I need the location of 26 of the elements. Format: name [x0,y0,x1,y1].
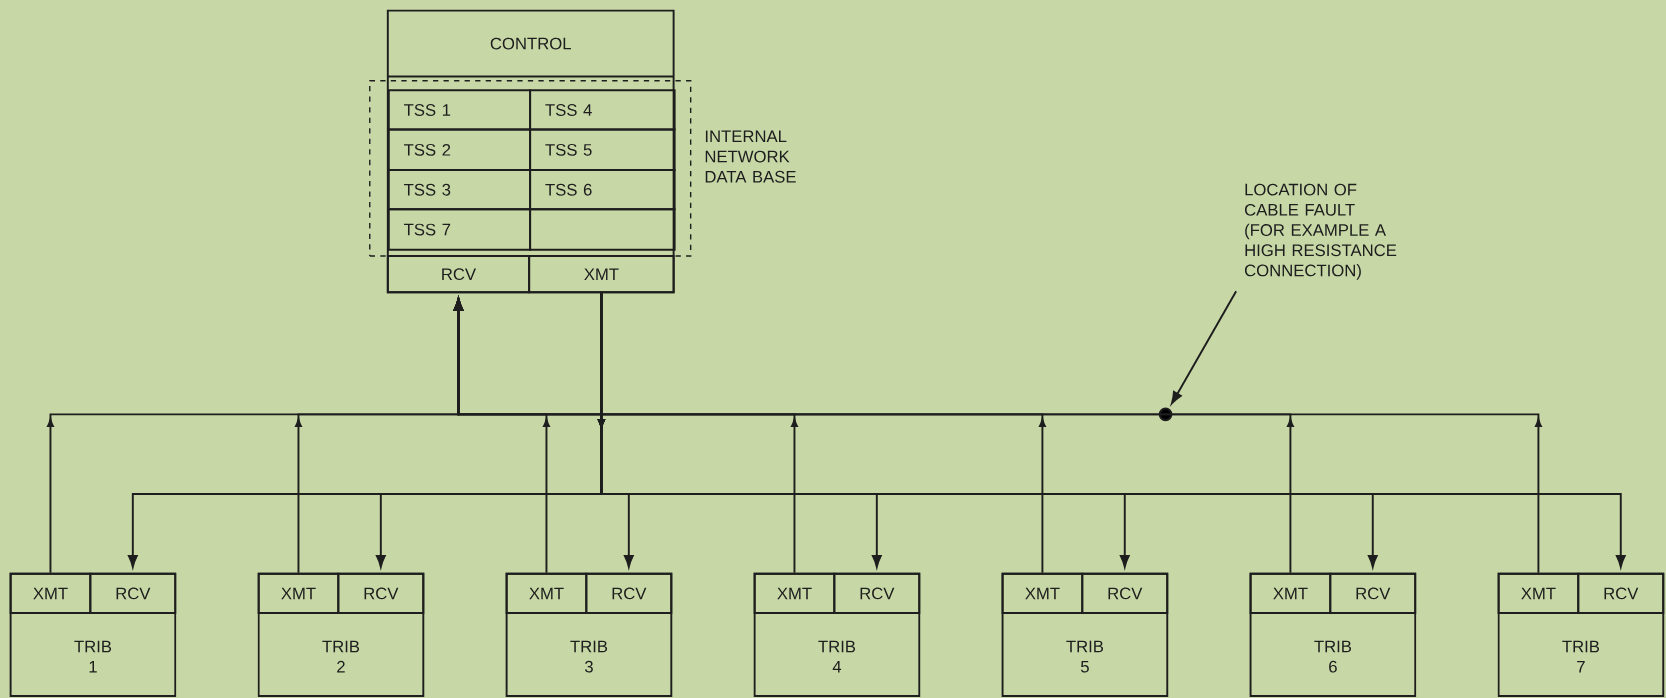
port-cell: RCV [1577,572,1665,614]
table-cell [529,208,676,251]
port-cell: RCV [89,572,177,614]
port-cell: RCV [1329,572,1417,614]
port-cell: RCV [833,572,921,614]
port-cell: XMT [528,255,675,294]
table-cell: TSS 1 [387,89,532,131]
port-cell: RCV [337,572,425,614]
port-cell: XMT [1497,572,1580,614]
port-cell: XMT [753,572,836,614]
port-cell: RCV [1081,572,1169,614]
table-cell: TSS 3 [387,169,532,211]
port-cell: RCV [585,572,673,614]
table-cell: TSS 4 [529,89,676,131]
port-cell: XMT [505,572,588,614]
note-text: LOCATION OF CABLE FAULT (FOR EXAMPLE A HIGH RESISTANCE CONNECTION) [1245,183,1397,280]
port-cell: XMT [1001,572,1084,614]
table-cell: TSS 5 [529,128,676,171]
port-cell: XMT [1249,572,1332,614]
port-cell: XMT [257,572,340,614]
table-cell: TSS 6 [529,169,676,211]
port-cell: XMT [9,572,92,614]
table-cell: TSS 7 [387,208,532,251]
port-cell: RCV [386,255,531,294]
node-label: INTERNAL NETWORK DATA BASE [705,130,796,183]
table-cell: TSS 2 [387,128,532,171]
